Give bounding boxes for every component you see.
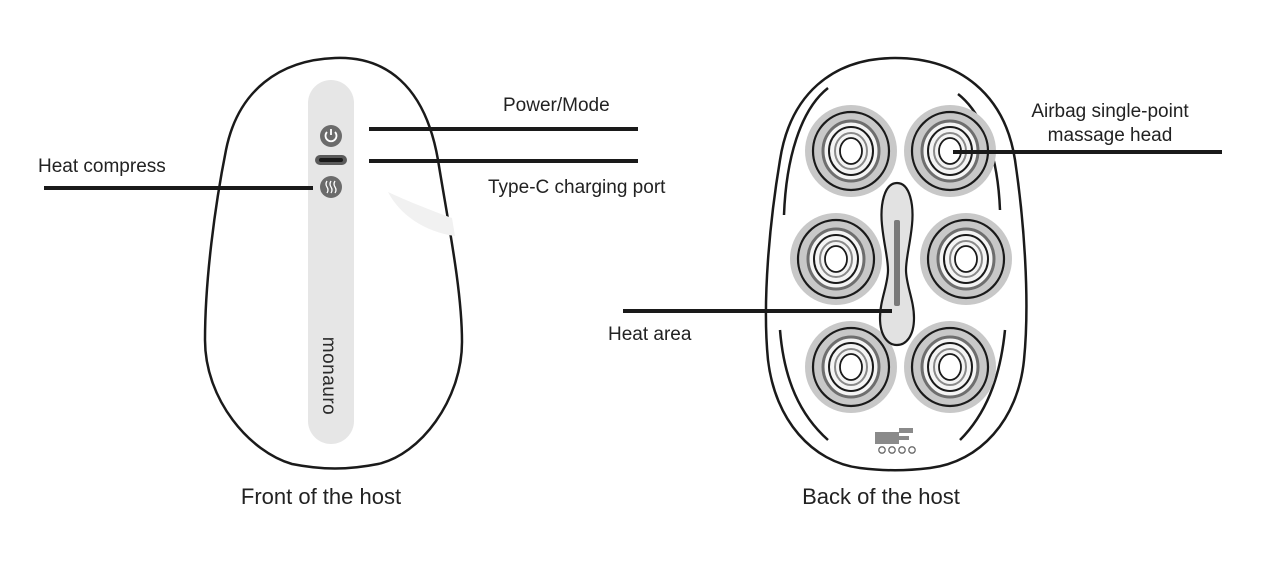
airbag-label-line2: massage head xyxy=(1048,125,1173,146)
back-inner-curve-bottom-right xyxy=(959,329,1007,441)
power-mode-label: Power/Mode xyxy=(503,95,610,116)
type-c-label: Type-C charging port xyxy=(488,177,666,198)
massage-head xyxy=(790,213,882,305)
back-inner-curve-bottom-left xyxy=(778,329,829,441)
heat-element-bar xyxy=(894,220,900,306)
back-caption: Back of the host xyxy=(802,484,960,509)
usb-c-port-icon xyxy=(315,155,347,165)
front-caption: Front of the host xyxy=(241,484,401,509)
front-control-panel xyxy=(308,80,354,444)
massage-head xyxy=(920,213,1012,305)
front-shading xyxy=(388,192,455,236)
heat-icon xyxy=(320,176,342,198)
massage-head xyxy=(805,321,897,413)
back-device: Airbag single-point massage head Heat ar… xyxy=(608,56,1222,509)
power-icon xyxy=(320,125,342,147)
massage-head xyxy=(904,321,996,413)
airbag-label-line1: Airbag single-point xyxy=(1031,101,1189,122)
back-inner-curve-left xyxy=(782,87,829,216)
heat-compress-label: Heat compress xyxy=(38,156,166,177)
massage-heads xyxy=(790,105,1012,413)
front-device: monauro Power/Mode Type-C charging port … xyxy=(38,56,666,509)
charging-contacts-icon xyxy=(875,428,916,454)
heat-area-label: Heat area xyxy=(608,324,692,345)
massage-head xyxy=(805,105,897,197)
brand-logo-text: monauro xyxy=(318,337,339,416)
